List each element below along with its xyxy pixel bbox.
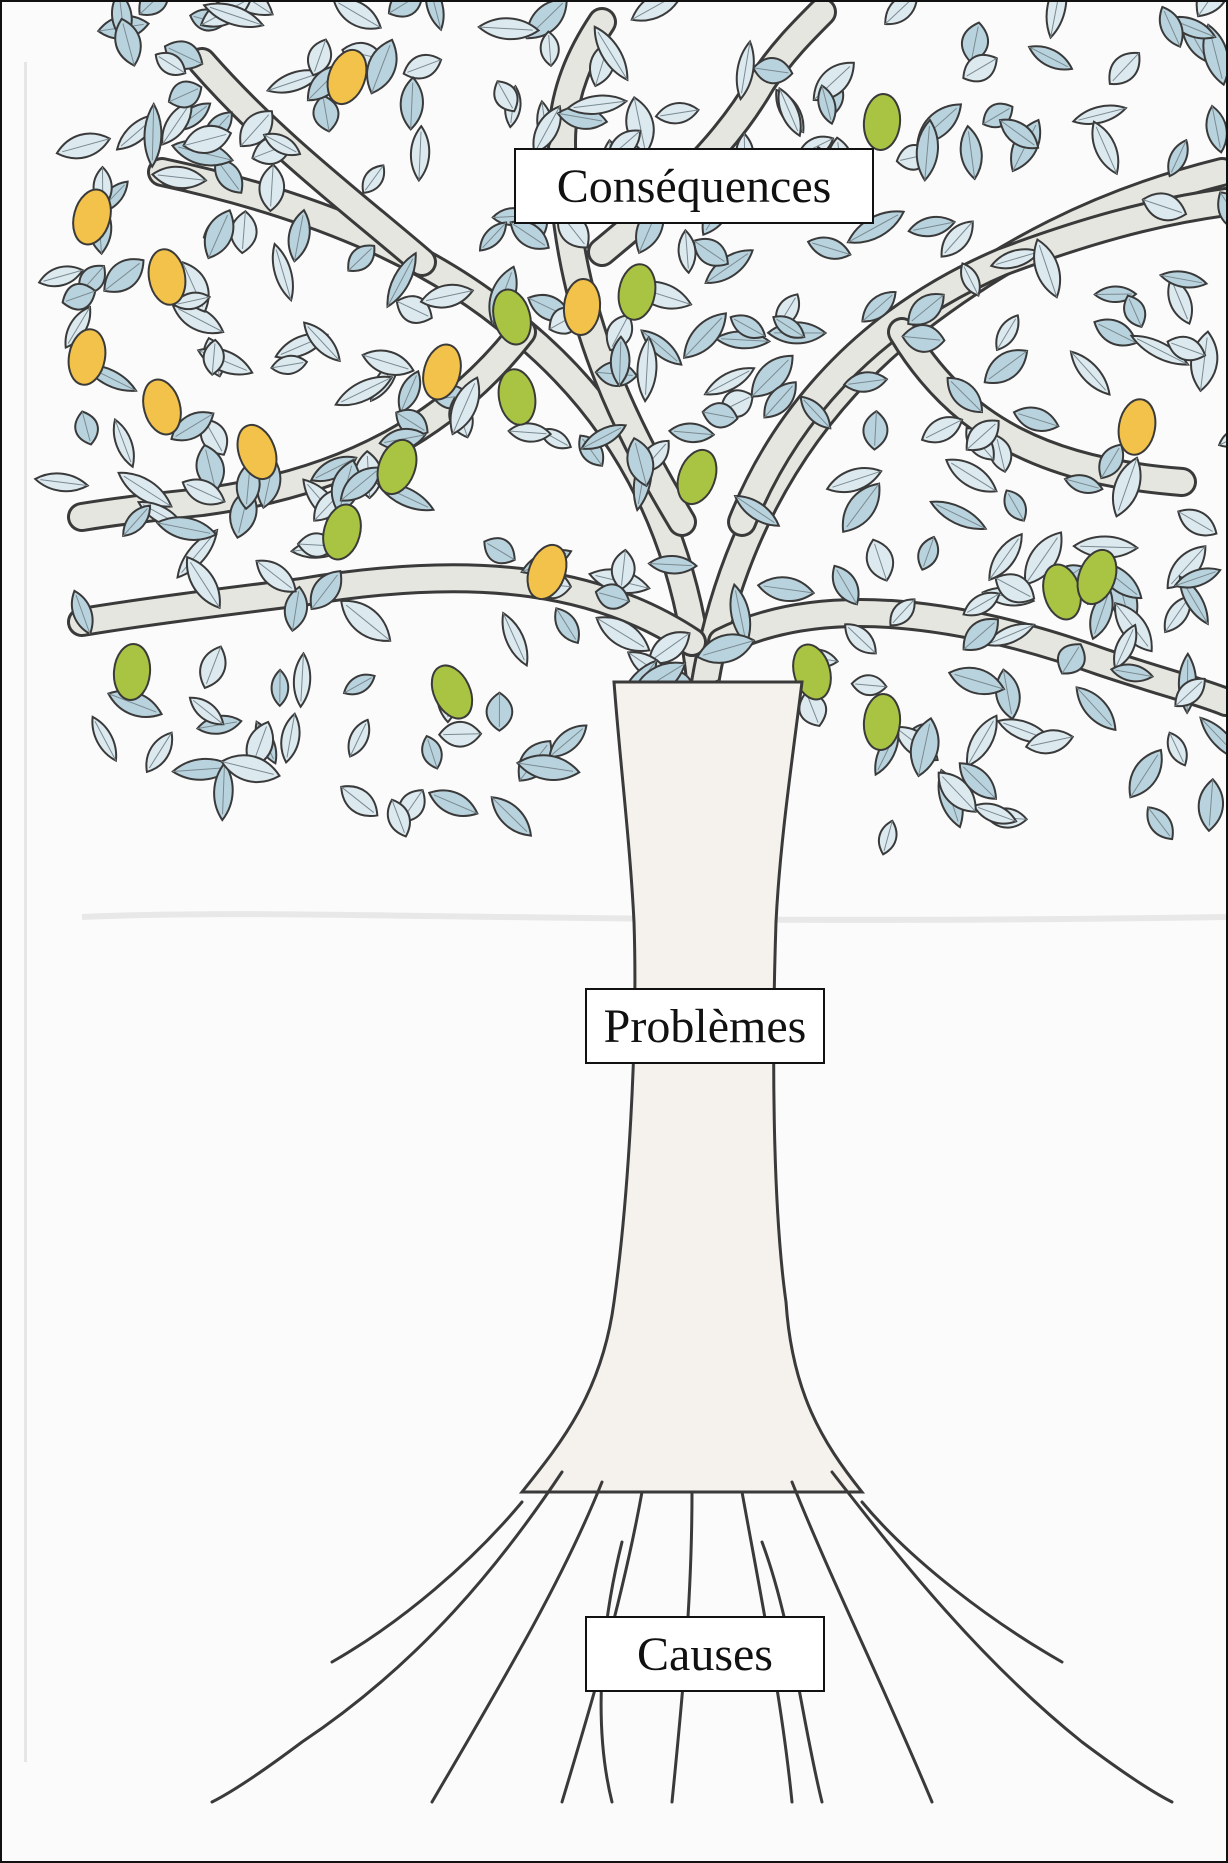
leaf	[927, 494, 989, 536]
mango-fruit	[424, 659, 480, 725]
leaf	[1101, 45, 1148, 92]
mango-fruit	[112, 643, 153, 702]
leaf	[861, 536, 899, 585]
leaf	[1140, 801, 1180, 845]
leaf	[805, 232, 853, 264]
consequences-label: Conséquences	[514, 148, 874, 224]
leaf	[328, 2, 386, 37]
leaf	[905, 716, 943, 779]
leaf	[862, 411, 888, 451]
problemes-label: Problèmes	[585, 988, 825, 1064]
leaf	[474, 217, 511, 255]
leaf	[1197, 778, 1225, 831]
leaf	[1042, 2, 1071, 39]
leaf	[990, 311, 1025, 354]
leaf	[1120, 744, 1171, 804]
leaf	[1162, 729, 1192, 768]
leaf	[487, 693, 513, 731]
leaf	[1159, 268, 1208, 291]
mango-fruit	[614, 261, 659, 322]
leaf	[677, 230, 697, 274]
leaf	[669, 422, 715, 444]
root	[212, 1472, 562, 1802]
tree-trunk	[522, 682, 862, 1492]
leaf	[34, 470, 89, 494]
leaf	[1065, 346, 1116, 400]
leaf	[654, 100, 700, 126]
leaf	[485, 790, 538, 843]
leaf	[108, 417, 140, 470]
leaf	[382, 2, 429, 24]
leaf	[421, 2, 448, 32]
leaf	[71, 409, 101, 448]
leaf	[410, 126, 431, 181]
leaf	[1069, 680, 1123, 736]
leaf	[1173, 502, 1222, 543]
leaf	[343, 716, 376, 760]
leaf	[757, 574, 816, 605]
leaf	[992, 668, 1024, 721]
leaf	[292, 653, 311, 707]
leaf	[340, 669, 378, 700]
leaf	[875, 819, 900, 857]
leaf	[278, 712, 304, 764]
leaf	[400, 77, 424, 130]
leaf	[54, 128, 113, 165]
root	[862, 1502, 1062, 1662]
leaf	[998, 486, 1032, 526]
leaf	[1085, 118, 1126, 178]
leaf	[1025, 40, 1075, 77]
leaf	[913, 534, 942, 573]
leaf	[139, 728, 179, 777]
leaf	[959, 711, 1005, 771]
leaf	[548, 603, 586, 648]
leaf	[626, 2, 688, 29]
leaf	[878, 2, 924, 32]
leaf	[425, 783, 482, 823]
leaf	[1195, 712, 1226, 765]
leaf	[86, 713, 123, 764]
leaf	[958, 125, 985, 181]
leaf	[439, 721, 481, 747]
leaf	[271, 670, 288, 706]
leaf	[977, 341, 1034, 393]
causes-label: Causes	[585, 1616, 825, 1692]
leaf	[1203, 104, 1226, 154]
mango-fruit	[862, 93, 903, 152]
leaf	[1216, 424, 1226, 452]
leaf	[194, 642, 232, 692]
leaf	[334, 778, 384, 825]
leaf	[400, 49, 445, 84]
leaf	[495, 610, 534, 669]
root	[832, 1472, 1172, 1802]
